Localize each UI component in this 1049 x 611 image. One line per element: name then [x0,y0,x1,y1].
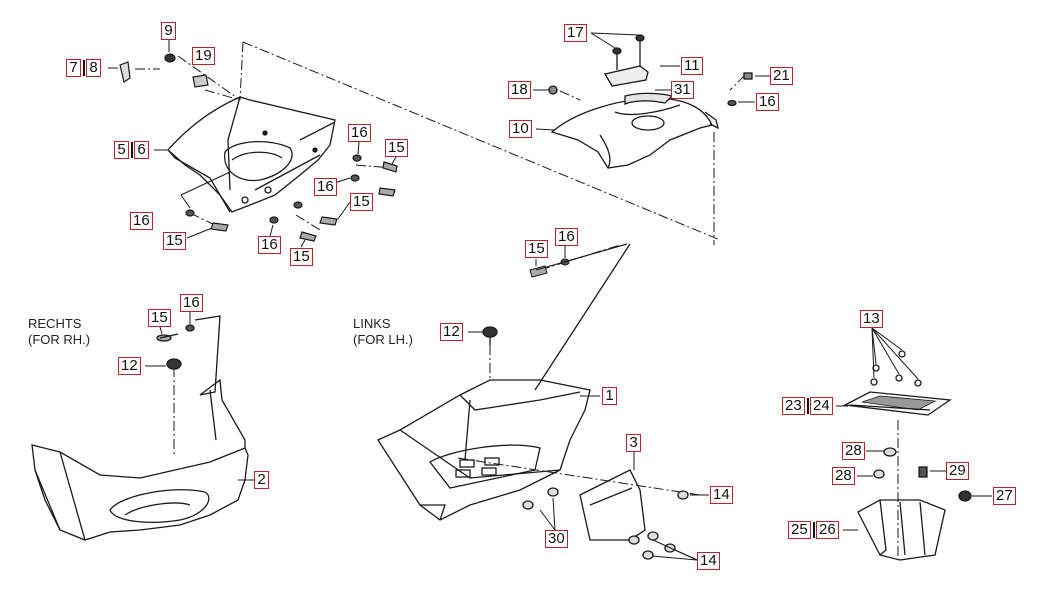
callout-23: 23 [782,397,805,415]
callout-1: 1 [602,387,617,405]
leaders-lh [468,331,600,531]
callout-25: 25 [788,521,811,539]
callout-15-d: 15 [290,248,313,266]
front-cover-part [167,96,336,213]
leaders-battery [836,327,992,531]
callout-21: 21 [770,67,793,85]
callout-15-f: 15 [148,309,171,327]
callout-26: 26 [816,521,839,539]
callout-18: 18 [508,81,531,99]
leaders-topleft [108,38,397,248]
callout-7: 7 [66,59,81,77]
callout-14-a: 14 [710,486,733,504]
callout-9: 9 [161,22,176,40]
caption-right-hand-line2: (FOR RH.) [28,332,91,347]
side-panel-part [579,469,689,560]
console-part [548,34,753,169]
callout-15-e: 15 [525,240,548,258]
callout-6: 6 [134,141,149,159]
caption-left-hand-line1: LINKS [353,316,391,331]
callout-27: 27 [993,487,1016,505]
caption-right-hand-line1: RECHTS [28,316,82,331]
callout-14-b: 14 [697,552,720,570]
callout-24: 24 [810,397,833,415]
callout-19: 19 [192,47,215,65]
callout-30: 30 [545,530,568,548]
assembly-guide-lines [135,41,899,560]
callout-12-b: 12 [440,323,463,341]
callout-16-d: 16 [258,236,281,254]
callout-5: 5 [114,141,129,159]
callout-28-b: 28 [832,467,855,485]
callout-15-a: 15 [385,139,408,157]
callout-17: 17 [564,24,587,42]
callout-16-a: 16 [348,124,371,142]
callout-29: 29 [946,462,969,480]
leaders-rh [145,312,255,481]
callout-31: 31 [671,81,694,99]
callout-8: 8 [86,59,101,77]
pair-separator [807,398,809,414]
callout-13: 13 [860,310,883,328]
callout-12-a: 12 [118,357,141,375]
battery-box-part [842,350,972,561]
footboard-lh [377,243,631,521]
callout-15-c: 15 [163,232,186,250]
callout-16-c: 16 [130,212,153,230]
footboard-rh [31,315,249,541]
leaders-panel [633,452,709,561]
callout-11: 11 [681,57,703,75]
caption-left-hand: LINKS (FOR LH.) [353,316,413,348]
mid-bolts [529,243,628,278]
caption-left-hand-line2: (FOR LH.) [353,332,413,347]
callout-3: 3 [626,434,641,452]
clip-parts-topleft [119,53,398,242]
callout-2: 2 [254,471,269,489]
callout-28-a: 28 [842,442,865,460]
pair-separator [813,522,815,538]
pair-separator [131,142,133,158]
callout-16-b: 16 [314,178,337,196]
callout-16-e: 16 [756,93,779,111]
callout-15-b: 15 [350,193,373,211]
callout-10: 10 [509,120,532,138]
caption-right-hand: RECHTS (FOR RH.) [28,316,90,348]
leaders-topright [533,32,770,131]
callout-16-g: 16 [180,294,203,312]
callout-16-f: 16 [555,228,578,246]
pair-separator [83,60,85,76]
